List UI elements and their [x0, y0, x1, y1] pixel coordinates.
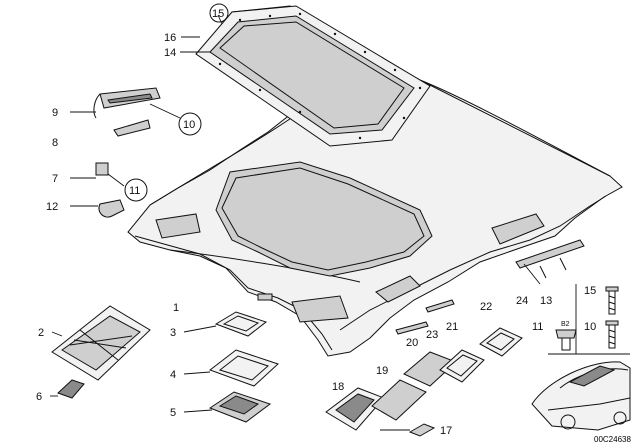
- callout-11-circled: 11: [129, 185, 140, 197]
- callout-19: 19: [376, 365, 388, 377]
- part-19-lamp: [371, 351, 457, 421]
- part-9-handle: [93, 87, 161, 119]
- callout-11: 11: [532, 321, 543, 333]
- part-4-frame: [208, 349, 279, 387]
- callout-8: 8: [52, 137, 58, 149]
- part-8-clip: [113, 119, 151, 137]
- callout-7: 7: [52, 173, 58, 185]
- clip-11-b2: [555, 329, 577, 351]
- legend-b2: B2: [561, 321, 570, 328]
- part-20-strap: [395, 321, 429, 335]
- part-13-handle: [515, 239, 585, 279]
- part-18-cover: [325, 387, 385, 431]
- callout-24: 24: [516, 295, 528, 307]
- callout-5: 5: [170, 407, 176, 419]
- callout-2: 2: [38, 327, 44, 339]
- callout-6: 6: [36, 391, 42, 403]
- callout-labels: 16 14 15 9 10 8 7 11 12 1 2 3 4 5 6 18 1…: [36, 3, 631, 444]
- part-17-plate: [408, 423, 436, 437]
- callout-1: 1: [173, 302, 179, 314]
- screw-15: [605, 286, 619, 315]
- callout-17: 17: [440, 425, 452, 437]
- image-code: 00C24638: [594, 435, 631, 444]
- part-3-frame: [214, 311, 268, 337]
- callout-23: 23: [426, 329, 438, 341]
- car-thumbnail: [531, 361, 631, 431]
- screw-10: [605, 320, 619, 349]
- callout-20: 20: [406, 337, 418, 349]
- callout-12: 12: [46, 201, 58, 213]
- sunroof-frame: [195, 5, 431, 147]
- callout-13: 13: [540, 295, 552, 307]
- callout-22: 22: [480, 301, 492, 313]
- callout-18: 18: [332, 381, 344, 393]
- part-2-roof-console: [51, 305, 151, 381]
- part-12-clip: [98, 199, 125, 218]
- callout-15-circled: 15: [212, 8, 224, 20]
- circle-10: [178, 112, 202, 136]
- part-23-strap: [425, 299, 455, 313]
- callout-21: 21: [446, 321, 458, 333]
- callout-14: 14: [164, 47, 176, 59]
- circle-11: [124, 178, 148, 202]
- legend-10: 10: [584, 321, 596, 333]
- callout-16: 16: [164, 32, 176, 44]
- callout-3: 3: [170, 327, 176, 339]
- callout-4: 4: [170, 369, 176, 381]
- callout-10-circled: 10: [183, 119, 195, 131]
- leader-lines: [50, 14, 541, 431]
- callout-9: 9: [52, 107, 58, 119]
- part-6-lamp: [57, 379, 85, 399]
- headliner-panel: [127, 5, 623, 357]
- part-7-plate: [95, 162, 109, 176]
- part-frame-22: [439, 327, 523, 383]
- circle-15: [209, 3, 229, 23]
- legend-15: 15: [584, 285, 596, 297]
- part-5-lamp: [208, 391, 272, 423]
